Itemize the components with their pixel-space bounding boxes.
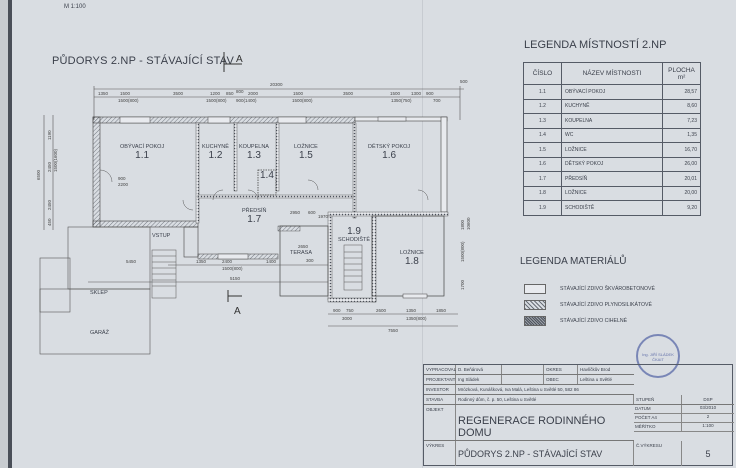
material-item: STÁVAJÍCÍ ZDIVO CIHELNÉ: [524, 316, 627, 326]
svg-text:600: 600: [308, 210, 316, 215]
svg-text:1800: 1800: [460, 219, 465, 230]
section-letter-bottom: A: [234, 306, 241, 317]
svg-text:2450: 2450: [47, 161, 52, 172]
svg-text:750: 750: [346, 308, 354, 313]
svg-text:1350: 1350: [196, 259, 207, 264]
svg-text:1500: 1500: [120, 91, 131, 96]
svg-text:900: 900: [426, 91, 434, 96]
svg-text:3500: 3500: [343, 91, 354, 96]
svg-text:5150: 5150: [230, 276, 241, 281]
header-nazev: NÁZEV MÍSTNOSTI: [561, 62, 663, 85]
svg-text:1700: 1700: [460, 279, 465, 290]
header-cislo: ČÍSLO: [523, 62, 562, 85]
svg-text:1500(800): 1500(800): [460, 241, 465, 262]
svg-text:3000: 3000: [342, 316, 353, 321]
label-terasa: TERASA: [290, 250, 313, 256]
svg-text:1350(800): 1350(800): [406, 316, 427, 321]
swatch-cross-icon: [524, 316, 546, 326]
room-1-4: 1.4: [260, 170, 274, 181]
lower-floor-outline: [39, 226, 177, 355]
label-sklep: SKLEP: [90, 290, 108, 296]
svg-text:2450: 2450: [47, 199, 52, 210]
svg-text:2950: 2950: [290, 210, 301, 215]
svg-text:1500(800): 1500(800): [118, 98, 139, 103]
engineer-stamp-icon: Ing. JIŘÍ SLÁDEK ČKAIT: [636, 334, 680, 378]
svg-text:900: 900: [333, 308, 341, 313]
svg-text:2400: 2400: [222, 259, 233, 264]
sheet-fold: [422, 0, 423, 468]
svg-text:1400: 1400: [266, 259, 277, 264]
svg-text:1350(750): 1350(750): [391, 98, 412, 103]
svg-text:1500: 1500: [293, 91, 304, 96]
svg-text:20300: 20300: [270, 82, 283, 87]
svg-text:300: 300: [306, 258, 314, 263]
svg-text:450: 450: [47, 218, 52, 226]
swatch-hatch-icon: [524, 300, 546, 310]
svg-text:1850: 1850: [436, 308, 447, 313]
drawing-title: PŮDORYS 2.NP - STÁVAJÍCÍ STAV: [456, 441, 634, 466]
svg-text:1190: 1190: [47, 130, 52, 140]
svg-text:2000: 2000: [248, 91, 259, 96]
section-letter: A: [236, 54, 243, 65]
svg-text:700: 700: [433, 98, 441, 103]
svg-text:10600: 10600: [466, 217, 471, 230]
svg-text:1350: 1350: [406, 308, 417, 313]
svg-text:2600: 2600: [376, 308, 387, 313]
svg-text:900: 900: [118, 176, 126, 181]
svg-text:2650: 2650: [298, 244, 309, 249]
svg-text:500: 500: [460, 79, 468, 84]
svg-text:1300: 1300: [411, 91, 422, 96]
header-plocha: PLOCHA m²: [662, 62, 701, 85]
svg-text:1200: 1200: [210, 91, 221, 96]
project-title: REGENERACE RODINNÉHO DOMU: [458, 415, 606, 439]
svg-text:6500: 6500: [36, 169, 41, 180]
svg-text:1350: 1350: [98, 91, 109, 96]
title-block: VYPRACOVAL D. Beňárová OKRES Havlíčkův B…: [423, 364, 734, 466]
plan-title: PŮDORYS 2.NP - STÁVAJÍCÍ STAV: [52, 55, 235, 67]
svg-text:800: 800: [236, 89, 244, 94]
swatch-plain-icon: [524, 284, 546, 294]
label-garaz: GARÁŽ: [90, 330, 109, 336]
section-mark-top: [223, 52, 242, 72]
svg-text:1970: 1970: [318, 214, 329, 219]
material-legend-title: LEGENDA MATERIÁLŮ: [520, 256, 627, 267]
svg-text:850: 850: [226, 91, 234, 96]
building-walls: [92, 116, 449, 303]
svg-text:7550: 7550: [388, 328, 399, 333]
svg-text:1500(800): 1500(800): [292, 98, 313, 103]
drawing-sheet: M 1:100 PŮDORYS 2.NP - STÁVAJÍCÍ STAV A …: [8, 0, 736, 468]
svg-text:1500(800): 1500(800): [222, 266, 243, 271]
svg-text:3500: 3500: [173, 91, 184, 96]
svg-text:900(1400): 900(1400): [236, 98, 257, 103]
material-item: STÁVAJÍCÍ ZDIVO ŠKVÁROBETONOVÉ: [524, 284, 655, 294]
room-legend-title: LEGENDA MÍSTNOSTÍ 2.NP: [524, 39, 667, 51]
svg-text:5450: 5450: [126, 259, 137, 264]
svg-text:1500: 1500: [390, 91, 401, 96]
svg-text:2200: 2200: [118, 182, 129, 187]
svg-text:1500(1600): 1500(1600): [53, 148, 58, 172]
svg-text:1500(800): 1500(800): [206, 98, 227, 103]
material-item: STÁVAJÍCÍ ZDIVO PLYNOSILIKÁTOVÉ: [524, 300, 652, 310]
scale-label: M 1:100: [64, 4, 86, 10]
label-vstup: VSTUP: [152, 233, 171, 239]
